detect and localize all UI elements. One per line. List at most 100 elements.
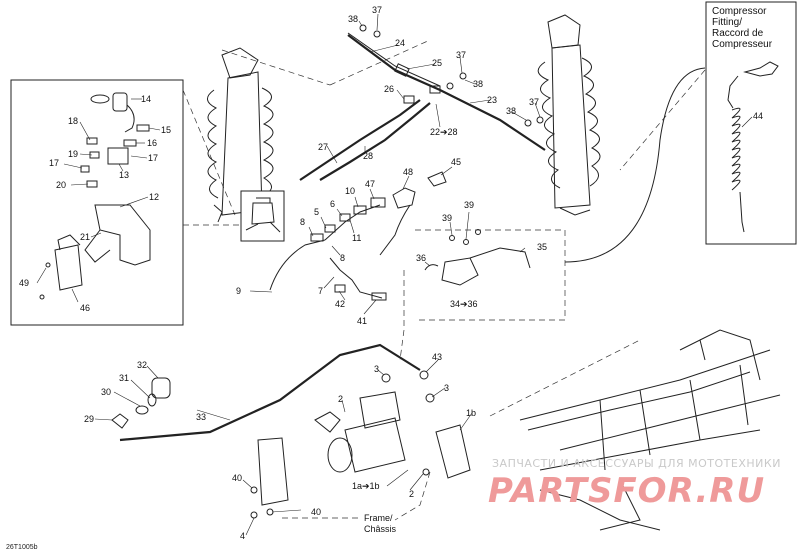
callout-41: 41 [357,316,367,326]
fitting-5 [324,224,336,233]
dashed-frame-inset [489,339,641,417]
callout-22-28: 22➔28 [430,127,458,137]
callout-39b: 39 [464,200,474,210]
fitting-25 [394,63,410,77]
frame-label-line2: Châssis [364,524,397,534]
filter-32 [151,377,171,399]
callout-7: 7 [318,286,323,296]
bracket-1a [257,437,289,506]
callout-26: 26 [384,84,394,94]
fitting-43 [419,370,429,380]
callout-39a: 39 [442,213,452,223]
callout-5: 5 [314,207,319,217]
dashed-top-2 [329,39,431,86]
callout-38a: 38 [348,14,358,24]
callout-28: 28 [363,151,373,161]
link-sensor-inset [564,67,706,263]
bracket-12-shape [94,204,151,266]
callout-32: 32 [137,360,147,370]
hose-9 [269,239,326,291]
callout-27: 27 [318,142,328,152]
nut-38-right [524,119,532,127]
callout-25: 25 [432,58,442,68]
sensor-wire [379,204,411,256]
bracket-1b [435,424,471,479]
dashed-top-1 [221,49,331,86]
callout-46: 46 [80,303,90,313]
callout-1b: 1b [466,408,476,418]
fitting-47 [370,197,386,208]
fitting-26 [403,95,415,104]
fitting-17 [80,165,90,173]
callout-17a: 17 [49,158,59,168]
watermark-logo: PARTSFOR.RU [488,471,765,511]
callout-42: 42 [335,299,345,309]
dashed-frame-2 [394,471,431,521]
callout-38c: 38 [506,106,516,116]
elbow-29 [111,413,129,429]
callout-48: 48 [403,167,413,177]
callout-31: 31 [119,373,129,383]
valve-block-13 [107,147,129,165]
callout-24: 24 [395,38,405,48]
sensor-48 [392,187,416,209]
nut-38-mid [446,82,454,90]
callout-23: 23 [487,95,497,105]
callout-3b: 3 [444,383,449,393]
callout-40b: 40 [311,507,321,517]
nut-3a [381,373,391,383]
oring-14 [90,94,110,104]
shock-valve-detail [240,190,285,242]
callout-18: 18 [68,116,78,126]
callout-40a: 40 [232,473,242,483]
module-46-top [57,234,81,251]
callout-9: 9 [236,286,241,296]
watermark-caption: ЗАПЧАСТИ И АКСЕССУАРЫ ДЛЯ МОТОТЕХНИКИ [492,457,781,470]
callout-30: 30 [101,387,111,397]
dashed-compressor-link [619,69,706,171]
callout-37c: 37 [529,97,539,107]
bracket-12-arm [84,229,111,263]
coil-hose-44 [731,107,745,233]
callout-13: 13 [119,170,129,180]
callout-37b: 37 [456,50,466,60]
sensor-arm [469,247,531,269]
inset-title-line2: Fitting/ [712,17,742,28]
callout-34-36: 34➔36 [450,299,478,309]
compressor-unit [314,391,406,473]
callout-2: 2 [338,394,343,404]
frame-label-line1: Frame/ [364,513,393,523]
valve-inset-box [10,79,184,326]
callout-16: 16 [147,138,157,148]
shock-valve-body [251,202,275,225]
callout-17b: 17 [148,153,158,163]
callout-4: 4 [240,531,245,541]
nut-38-top [359,24,367,32]
callout-44: 44 [753,111,763,121]
fitting-24 [429,85,441,94]
fitting-10 [353,205,367,215]
callout-38b: 38 [473,79,483,89]
height-sensor [441,257,479,286]
left-shock-absorber [207,47,274,223]
hose-33 [119,343,421,442]
vehicle-frame [519,329,781,531]
compressor-fitting-part [743,61,779,77]
callout-1a-1b: 1a➔1b [352,481,380,491]
dashed-sensor-box [415,229,566,321]
fitting-41 [371,292,387,301]
callout-47: 47 [365,179,375,189]
right-shock-absorber [537,14,601,216]
screw-49b [39,294,45,300]
reference-code: 26T1005b [6,544,38,551]
callout-8a: 8 [300,217,305,227]
coil-hose-top [727,75,739,109]
callout-37a: 37 [372,5,382,15]
nut-37-right [536,116,544,124]
callout-3a: 3 [374,364,379,374]
fitting-18 [86,137,98,145]
dashed-leader-inset [182,89,236,216]
line-27-hose [299,99,421,181]
callout-33: 33 [196,412,206,422]
